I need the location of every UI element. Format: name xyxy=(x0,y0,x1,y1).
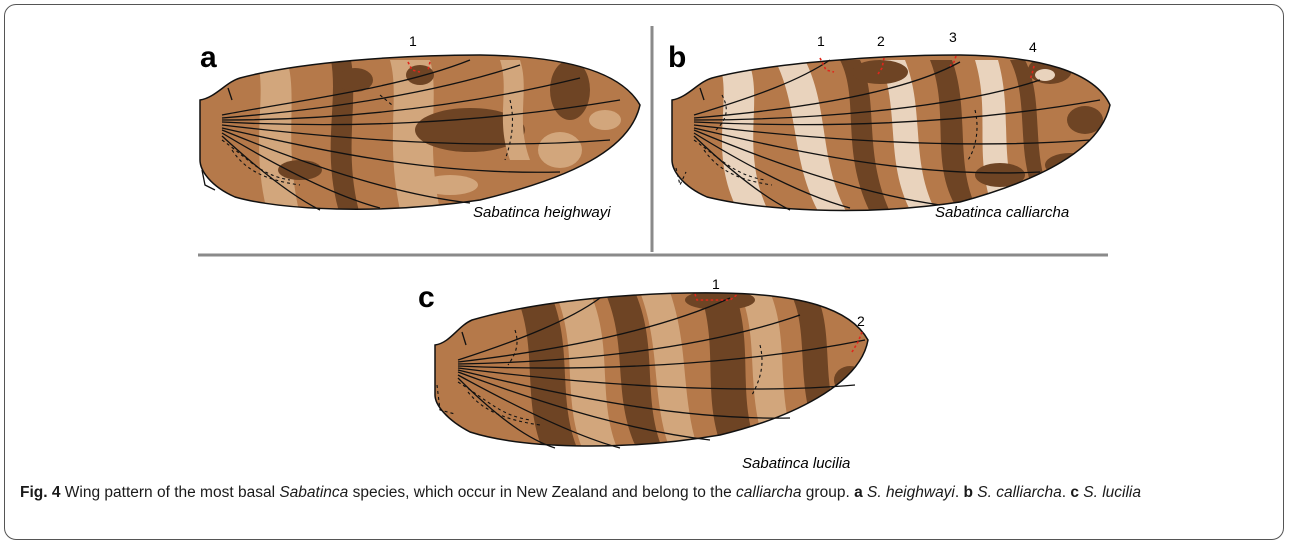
wing-a xyxy=(200,55,640,215)
panel-b-marker-4: 4 xyxy=(1029,39,1037,55)
panel-a-species: Sabatinca heighwayi xyxy=(473,204,611,221)
caption-separator: . xyxy=(955,484,964,501)
panel-b-letter: b xyxy=(668,41,686,74)
caption-panel-b-species: S. calliarcha xyxy=(973,484,1062,501)
caption-fig-label: Fig. 4 xyxy=(20,484,60,501)
panel-c-marker-1: 1 xyxy=(712,276,720,292)
panel-b-marker-2: 2 xyxy=(877,33,885,49)
caption-group: calliarcha xyxy=(736,484,801,501)
panel-a-letter: a xyxy=(200,41,217,74)
caption-text: group. xyxy=(802,484,855,501)
caption-text: Wing pattern of the most basal xyxy=(60,484,279,501)
wing-c xyxy=(435,290,868,455)
caption-panel-c-letter: c xyxy=(1070,484,1079,501)
wing-b xyxy=(672,55,1110,215)
figure-illustration: a 1 Sabatinca heighwayi b 1 2 3 4 Sabati… xyxy=(0,0,1290,480)
caption-genus: Sabatinca xyxy=(279,484,348,501)
panel-b-marker-1: 1 xyxy=(817,33,825,49)
caption-panel-a-species: S. heighwayi xyxy=(863,484,955,501)
panel-c-letter: c xyxy=(418,281,435,314)
panel-b-marker-3: 3 xyxy=(949,29,957,45)
panel-b-species: Sabatinca calliarcha xyxy=(935,204,1069,221)
panel-c-marker-2: 2 xyxy=(857,313,865,329)
caption-panel-b-letter: b xyxy=(964,484,973,501)
caption-panel-c-species: S. lucilia xyxy=(1079,484,1141,501)
panel-c-species: Sabatinca lucilia xyxy=(742,455,850,472)
caption-text: species, which occur in New Zealand and … xyxy=(348,484,736,501)
caption-panel-a-letter: a xyxy=(854,484,863,501)
figure-caption: Fig. 4 Wing pattern of the most basal Sa… xyxy=(20,482,1270,503)
panel-a-marker-1: 1 xyxy=(409,33,417,49)
